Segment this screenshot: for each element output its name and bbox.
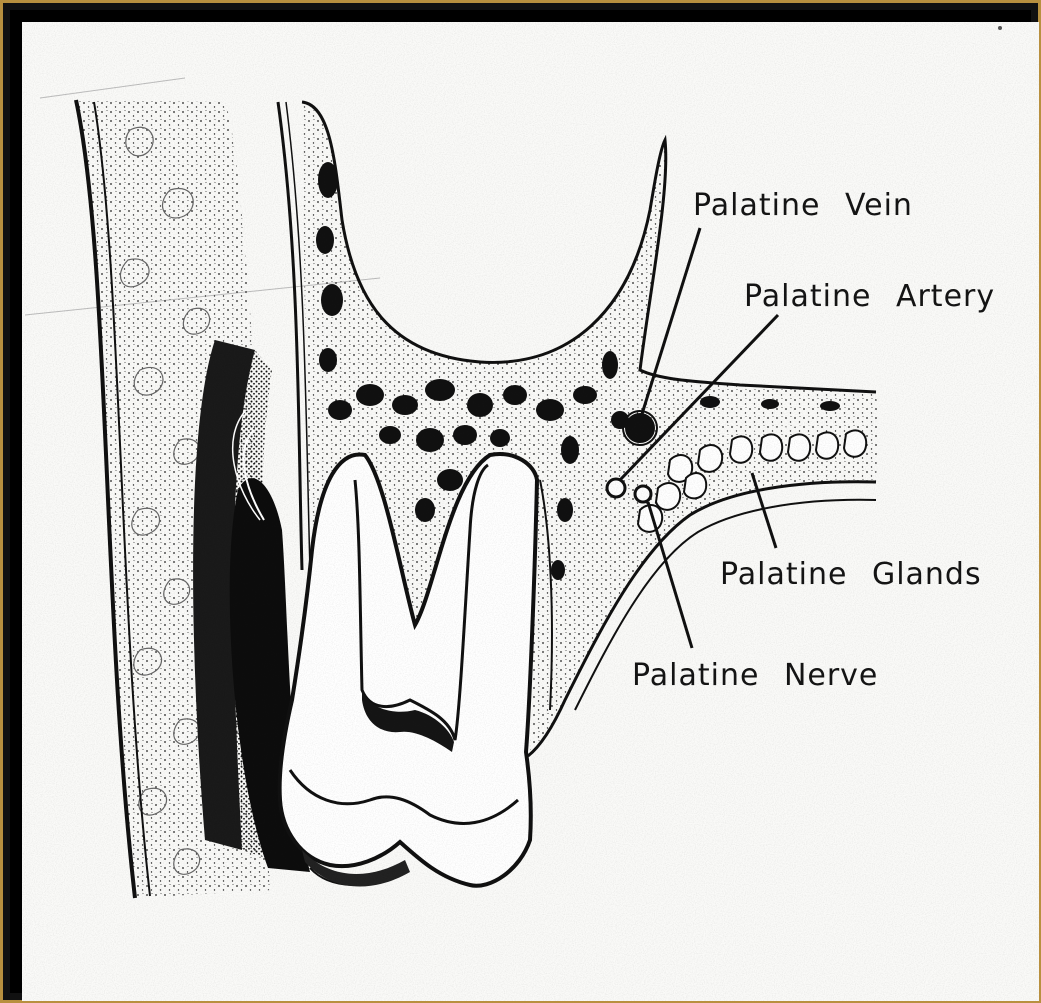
label-palatine-nerve: Palatine Nerve <box>632 658 878 693</box>
label-palatine-artery: Palatine Artery <box>744 279 995 314</box>
diagram-canvas: Palatine Vein Palatine Artery Palatine G… <box>22 22 1039 1001</box>
label-palatine-glands: Palatine Glands <box>720 557 982 592</box>
label-palatine-vein: Palatine Vein <box>693 188 913 223</box>
palate-cross-section-illustration <box>22 22 1039 1001</box>
